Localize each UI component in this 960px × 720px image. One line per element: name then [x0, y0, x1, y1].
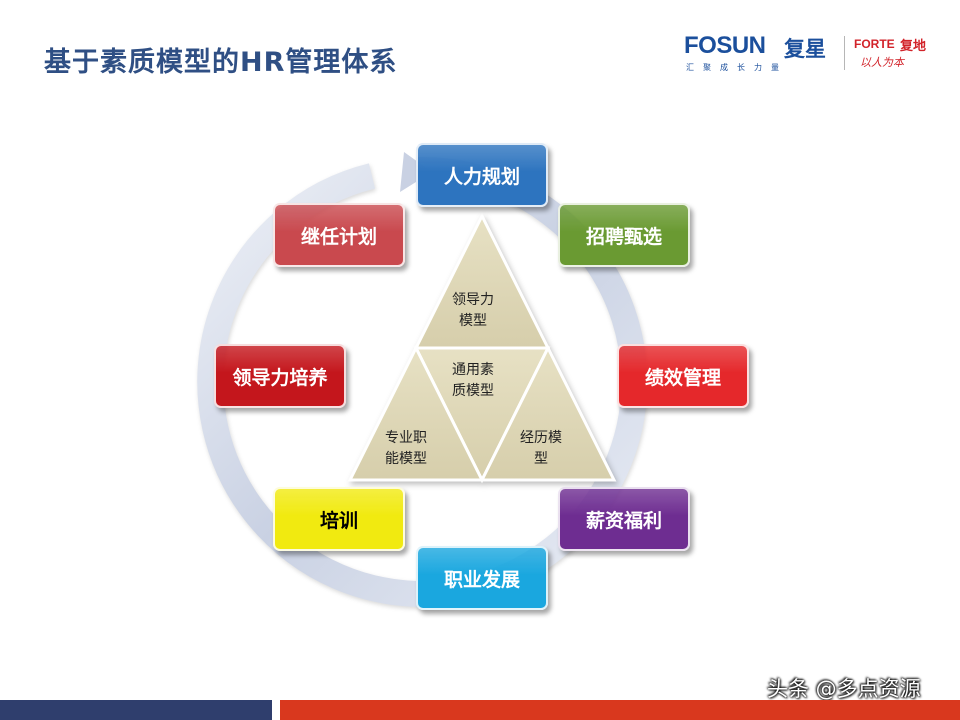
slide-title: 基于素质模型的HR管理体系: [44, 47, 398, 78]
watermark: 头条 @多点资源: [767, 677, 921, 701]
footer-bar-left: [0, 700, 272, 720]
forte-slogan: 以人为本: [860, 56, 904, 69]
triangle-top-label: 领导力模型: [452, 292, 494, 329]
node-career-development: 职业发展: [416, 546, 548, 610]
fosun-tagline: 汇聚成长力量: [686, 63, 788, 72]
triangle-right-label: 经历模型: [520, 430, 562, 467]
forte-logo-text: FORTE: [854, 37, 895, 51]
footer-bar-right: [280, 700, 960, 720]
triangle-left: [347, 344, 485, 482]
competency-triangle: [347, 212, 617, 484]
logo-divider: [844, 36, 845, 70]
node-training: 培训: [273, 487, 405, 551]
node-compensation-benefits: 薪资福利: [558, 487, 690, 551]
triangle-left-label: 专业职能模型: [385, 430, 427, 467]
fosun-logo-text: FOSUN: [684, 32, 766, 59]
node-recruitment: 招聘甄选: [558, 203, 690, 267]
triangle-center-label: 通用素质模型: [452, 362, 494, 399]
fosun-logo-chinese: 复星: [784, 37, 826, 61]
triangle-right: [479, 344, 617, 482]
node-succession-planning: 继任计划: [273, 203, 405, 267]
node-hr-planning: 人力规划: [416, 143, 548, 207]
company-logos: FOSUN 复星 汇聚成长力量 FORTE 复地 以人为本: [684, 30, 934, 74]
forte-logo-chinese: 复地: [900, 39, 927, 54]
node-leadership-development: 领导力培养: [214, 344, 346, 408]
node-performance-management: 绩效管理: [617, 344, 749, 408]
